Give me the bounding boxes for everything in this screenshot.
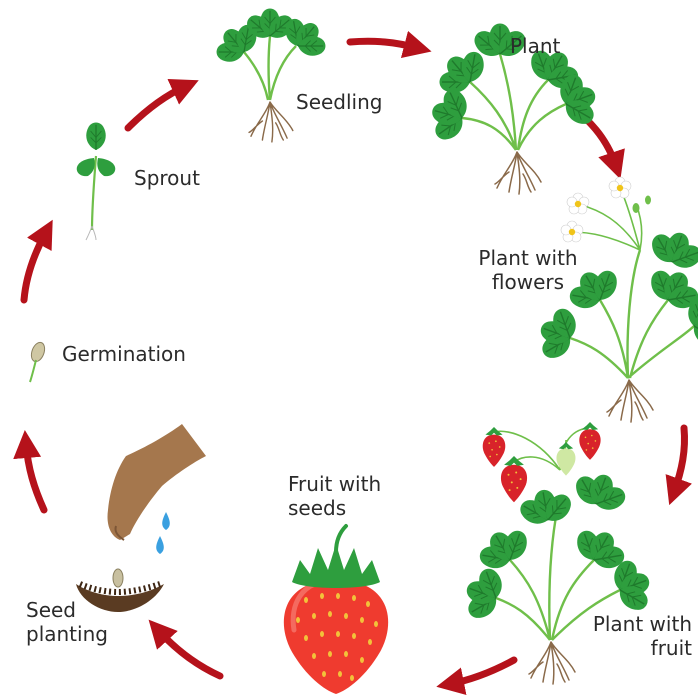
label-fruit-with-seeds-line1: Fruit with <box>288 472 381 496</box>
label-seedling: Seedling <box>296 90 382 114</box>
label-germination: Germination <box>62 342 186 366</box>
label-plant-text: Plant <box>510 34 560 58</box>
label-plant-with-fruit-line2: fruit <box>572 636 692 660</box>
arrow-fruit-to-seeds <box>450 660 514 684</box>
label-plant-with-flowers: Plant with flowers <box>466 246 590 294</box>
seedling-illustration <box>205 7 336 141</box>
fruit-with-seeds-illustration <box>284 526 388 694</box>
arrow-planting-to-germination <box>26 444 44 510</box>
label-plant-with-flowers-line2: flowers <box>466 270 590 294</box>
label-fruit-with-seeds: Fruit with seeds <box>288 472 381 520</box>
label-seed-planting-line1: Seed <box>26 598 108 622</box>
germination-illustration <box>29 341 47 382</box>
arrow-sprout-to-seedling <box>128 86 186 128</box>
label-sprout: Sprout <box>134 166 200 190</box>
label-plant: Plant <box>510 34 560 58</box>
label-fruit-with-seeds-line2: seeds <box>288 496 381 520</box>
arrow-plant-to-flowers <box>585 118 616 166</box>
arrow-germination-to-sprout <box>24 232 46 300</box>
arrow-flowers-to-fruit <box>674 428 685 492</box>
label-seed-planting-line2: planting <box>26 622 108 646</box>
arrow-seedling-to-plant <box>350 41 418 48</box>
label-seedling-text: Seedling <box>296 90 382 114</box>
label-sprout-text: Sprout <box>134 166 200 190</box>
plant-with-flowers-illustration <box>531 177 698 422</box>
sprout-illustration <box>77 123 116 240</box>
label-germination-text: Germination <box>62 342 186 366</box>
seed-planting-illustration <box>76 424 206 612</box>
label-plant-with-fruit-line1: Plant with <box>572 612 692 636</box>
label-seed-planting: Seed planting <box>26 598 108 646</box>
label-plant-with-fruit: Plant with fruit <box>572 612 692 660</box>
label-plant-with-flowers-line1: Plant with <box>466 246 590 270</box>
arrow-seeds-to-planting <box>158 630 220 676</box>
